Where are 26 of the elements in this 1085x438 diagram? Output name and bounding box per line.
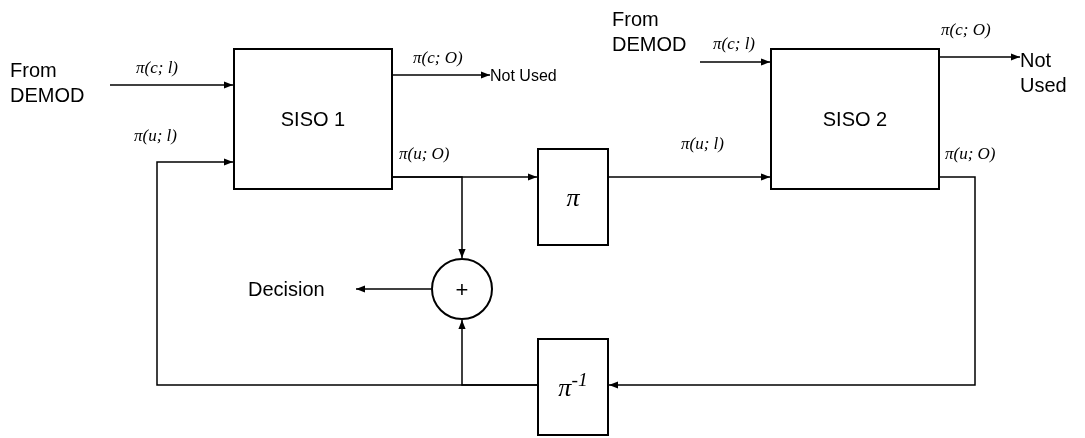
edge-label: π(c; O) (940, 20, 992, 40)
arrow (608, 173, 771, 181)
edge-label: π(c; O) (412, 48, 464, 68)
arrow (458, 319, 538, 386)
source-label: Decision (248, 276, 356, 302)
edge-label: π(u; O) (944, 144, 997, 164)
edge-label: π(c; l) (135, 58, 180, 78)
edge-label: π(u; l) (133, 126, 178, 146)
edge-label: π(u; l) (680, 134, 725, 154)
arrow (939, 53, 1021, 61)
output-label: Not Used (490, 64, 572, 88)
source-label: From DEMOD (10, 58, 110, 108)
edge-label: π(u; O) (398, 144, 451, 164)
process-box: SISO 2 (770, 48, 940, 190)
edge-label: π(c; l) (712, 34, 757, 54)
arrow (355, 285, 432, 293)
source-label: Not Used (1020, 40, 1084, 106)
process-box: π (537, 148, 609, 246)
process-box: π$^{-1}$ (537, 338, 609, 436)
arrow (109, 81, 234, 89)
arrow (699, 58, 771, 66)
arrow (392, 71, 491, 79)
source-label: From DEMOD (612, 2, 700, 62)
arrow (608, 176, 976, 389)
process-box: SISO 1 (233, 48, 393, 190)
arrow (392, 176, 466, 259)
